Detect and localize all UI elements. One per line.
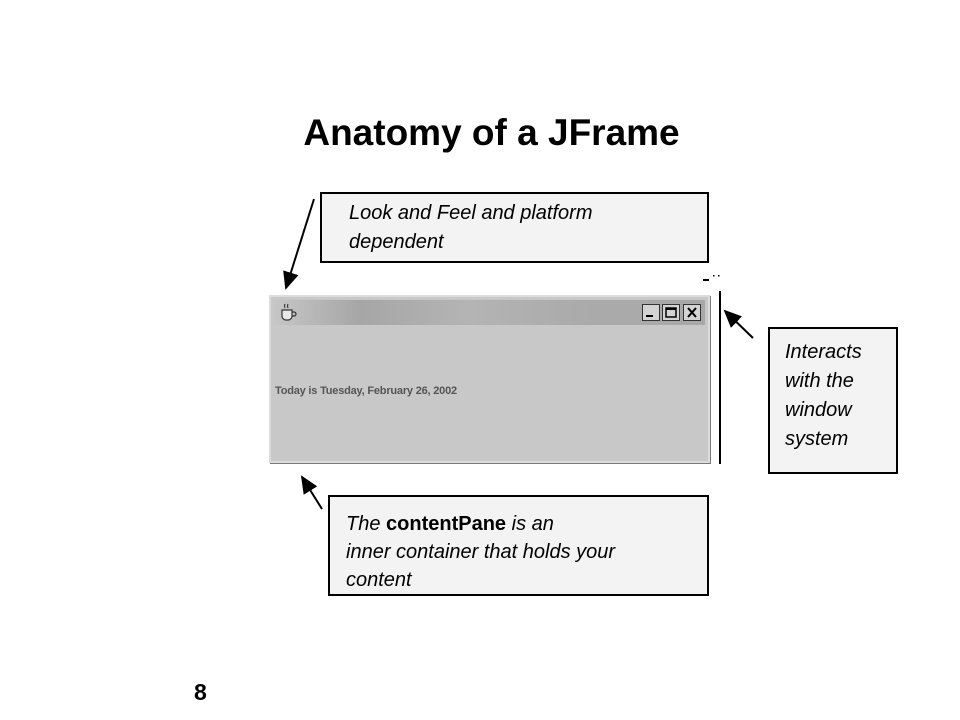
look-and-feel-callout: Look and Feel and platform dependent — [320, 192, 709, 263]
jframe-window: Today is Tuesday, February 26, 2002 — [269, 295, 710, 463]
content-pane-term: contentPane — [386, 513, 507, 535]
window-edge-marker — [703, 271, 723, 290]
look-and-feel-line-2: dependent — [349, 231, 444, 253]
look-and-feel-line-1: Look and Feel and platform — [349, 202, 593, 224]
window-system-line-4: system — [785, 428, 849, 450]
jframe-titlebar[interactable] — [274, 300, 705, 325]
content-pane-prefix: The — [346, 513, 387, 535]
content-pane-callout: The contentPane is an inner container th… — [328, 495, 709, 596]
window-system-line-2: with the — [785, 370, 854, 392]
minimize-icon[interactable] — [642, 304, 660, 321]
content-pane-line-1: The contentPane is an — [346, 510, 707, 538]
content-pane-suffix: is an — [506, 513, 554, 535]
page-number: 8 — [194, 679, 207, 705]
coffee-cup-icon[interactable] — [278, 302, 298, 322]
window-system-arrow — [723, 309, 754, 339]
close-icon[interactable] — [683, 304, 701, 321]
content-pane-label: Today is Tuesday, February 26, 2002 — [275, 385, 457, 397]
window-system-line-3: window — [785, 399, 852, 421]
window-border-line — [719, 291, 721, 464]
look-and-feel-arrow — [283, 198, 315, 290]
maximize-icon[interactable] — [662, 304, 680, 321]
content-pane-line-3: content — [346, 569, 412, 591]
window-system-line-1: Interacts — [785, 341, 862, 363]
window-system-callout: Interacts with the window system — [768, 327, 898, 474]
content-pane-arrow — [300, 475, 323, 510]
slide-title: Anatomy of a JFrame — [303, 112, 680, 153]
content-pane-line-2: inner container that holds your — [346, 541, 616, 563]
